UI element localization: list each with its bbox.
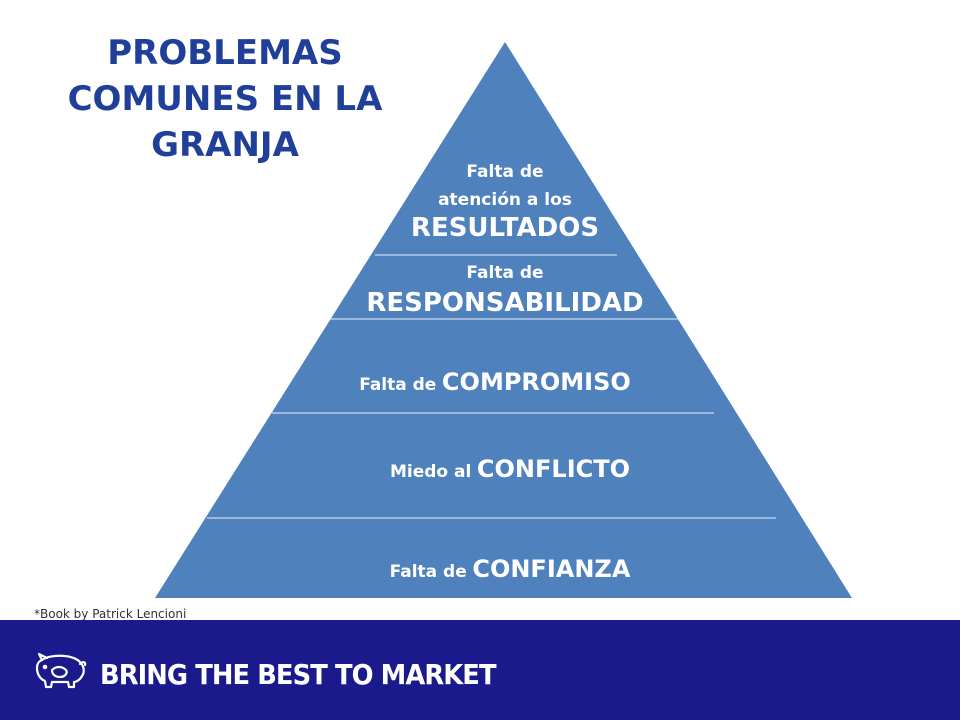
level-prefix: Falta de bbox=[466, 263, 544, 283]
footer-banner: BRING THE BEST TO MARKET bbox=[0, 620, 960, 720]
level-prefix-2: atención a los bbox=[438, 190, 572, 210]
level-keyword: RESULTADOS bbox=[410, 213, 600, 243]
pyramid-level-responsabilidad: Falta de RESPONSABILIDAD bbox=[330, 258, 680, 318]
level-prefix: Falta de bbox=[466, 162, 544, 182]
pyramid-level-compromiso: Falta de COMPROMISO bbox=[260, 368, 730, 396]
level-keyword: CONFIANZA bbox=[472, 555, 631, 583]
footer-slogan: BRING THE BEST TO MARKET bbox=[100, 658, 497, 691]
title-line-3: GRANJA bbox=[151, 125, 299, 165]
pyramid-level-confianza: Falta de CONFIANZA bbox=[170, 555, 850, 583]
page-title: PROBLEMAS COMUNES EN LA GRANJA bbox=[40, 30, 410, 168]
level-prefix: Miedo al bbox=[389, 462, 472, 482]
level-keyword: CONFLICTO bbox=[476, 455, 631, 483]
pyramid-diagram bbox=[155, 42, 852, 598]
pig-icon bbox=[35, 652, 87, 689]
title-line-1: PROBLEMAS bbox=[107, 33, 343, 73]
footnote: *Book by Patrick Lencioni bbox=[34, 607, 187, 621]
pyramid-level-resultados: Falta de atención a los RESULTADOS bbox=[385, 158, 625, 242]
level-keyword: COMPROMISO bbox=[441, 368, 631, 396]
level-prefix: Falta de bbox=[389, 562, 467, 582]
level-keyword: RESPONSABILIDAD bbox=[366, 288, 644, 318]
pyramid-shape bbox=[155, 42, 852, 598]
pyramid-level-conflicto: Miedo al CONFLICTO bbox=[220, 455, 800, 483]
level-prefix: Falta de bbox=[359, 375, 437, 395]
title-line-2: COMUNES EN LA bbox=[67, 79, 383, 119]
